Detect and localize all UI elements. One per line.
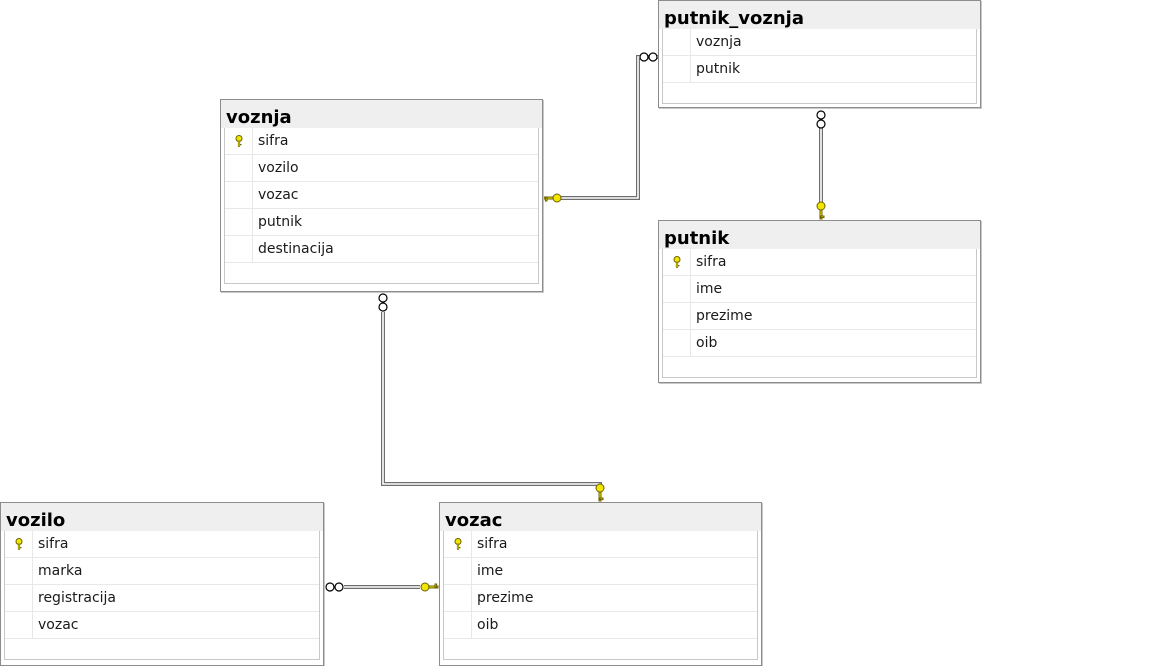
column-name: sifra [477,536,508,552]
key-cell [225,236,253,262]
column-name: prezime [477,590,534,606]
column-row[interactable]: registracija [5,585,319,612]
infinity-icon [816,110,826,129]
empty-row [225,263,538,283]
key-icon [816,201,826,220]
column-row[interactable]: sifra [444,531,757,558]
key-icon [673,256,680,268]
column-name: ime [477,563,504,579]
column-row[interactable]: sifra [663,249,976,276]
column-row[interactable]: prezime [663,303,976,330]
key-cell [663,276,691,302]
column-row[interactable]: oib [444,612,757,639]
empty-row [663,357,976,377]
key-cell [225,182,253,208]
key-cell [663,56,691,82]
empty-row [444,639,757,659]
column-row[interactable]: marka [5,558,319,585]
key-icon [420,582,439,592]
empty-row [663,83,976,103]
column-row[interactable]: sifra [225,128,538,155]
key-cell [5,585,33,611]
key-cell [225,155,253,181]
table-putnik[interactable]: putnik sifra ime prezime oib [658,220,981,383]
connector-line [381,312,602,488]
key-cell [663,330,691,356]
column-name: voznja [696,34,742,50]
column-name: destinacija [258,241,334,257]
key-cell [444,558,472,584]
key-cell [444,531,472,557]
key-icon [15,538,22,550]
column-name: oib [477,617,499,633]
table-title: voznja [221,100,542,128]
table-title: vozilo [1,503,323,531]
column-list: sifra vozilo vozac putnik destinacija [224,128,539,284]
key-cell [663,249,691,275]
column-row[interactable]: vozac [225,182,538,209]
column-row[interactable]: voznja [663,29,976,56]
key-cell [225,128,253,154]
key-icon [543,193,562,203]
column-row[interactable]: vozac [5,612,319,639]
column-list: sifra marka registracija vozac [4,531,320,660]
table-title: putnik [659,221,980,249]
column-row[interactable]: sifra [5,531,319,558]
infinity-icon [639,52,658,62]
key-cell [5,531,33,557]
table-voznja[interactable]: voznja sifra vozilo vozac putnik destinacija [220,99,543,292]
relationship-voznja-to-vozac[interactable] [381,312,602,488]
table-title: vozac [440,503,761,531]
column-name: sifra [258,133,289,149]
column-row[interactable]: vozilo [225,155,538,182]
connector-line [382,312,601,488]
column-list: voznja putnik [662,29,977,104]
column-row[interactable]: oib [663,330,976,357]
column-list: sifra ime prezime oib [443,531,758,660]
table-vozac[interactable]: vozac sifra ime prezime oib [439,502,762,666]
key-cell [663,303,691,329]
table-title: putnik_voznja [659,1,980,29]
column-name: sifra [696,254,727,270]
key-cell [225,209,253,235]
column-row[interactable]: ime [444,558,757,585]
key-icon [595,483,605,502]
infinity-icon [378,293,388,312]
column-name: registracija [38,590,117,606]
column-row[interactable]: ime [663,276,976,303]
column-name: vozac [38,617,79,633]
column-name: ime [696,281,723,297]
empty-row [5,639,319,659]
key-cell [5,612,33,638]
relationship-putnik-voznja-to-voznja[interactable] [556,55,658,200]
column-list: sifra ime prezime oib [662,249,977,378]
column-name: putnik [258,214,303,230]
key-cell [5,558,33,584]
column-row[interactable]: prezime [444,585,757,612]
table-vozilo[interactable]: vozilo sifra marka registracija vozac [0,502,324,666]
column-name: oib [696,335,718,351]
key-icon [454,538,461,550]
infinity-icon [325,582,344,592]
column-row[interactable]: putnik [663,56,976,83]
table-putnik-voznja[interactable]: putnik_voznja voznja putnik [658,0,981,108]
connector-line [556,55,658,200]
column-name: putnik [696,61,741,77]
column-name: vozac [258,187,299,203]
connector-line [556,56,658,199]
key-cell [663,29,691,55]
key-cell [444,612,472,638]
column-name: marka [38,563,83,579]
column-name: vozilo [258,160,299,176]
column-name: prezime [696,308,753,324]
key-icon [235,135,242,147]
column-row[interactable]: destinacija [225,236,538,263]
column-row[interactable]: putnik [225,209,538,236]
column-name: sifra [38,536,69,552]
key-cell [444,585,472,611]
